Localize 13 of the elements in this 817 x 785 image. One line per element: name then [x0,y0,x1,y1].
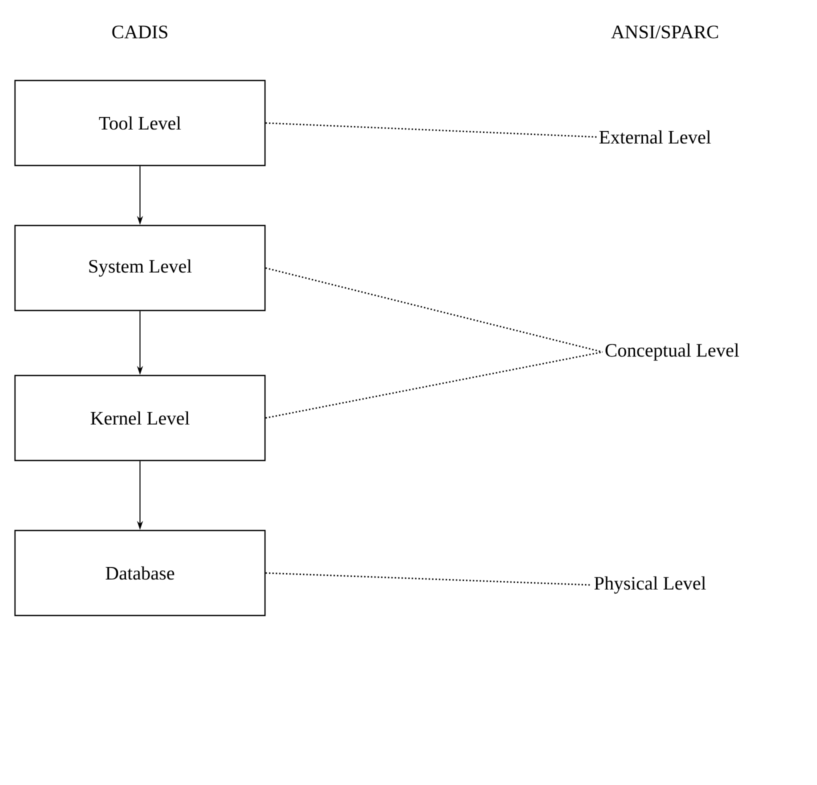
dotted-line [266,122,597,138]
column-heading: ANSI/SPARC [611,26,718,38]
level-box: Kernel Level [14,374,266,462]
level-box: System Level [14,224,266,312]
dotted-line [266,572,592,586]
level-box: Tool Level [14,80,266,166]
dotted-line [265,351,603,419]
level-label: External Level [599,130,711,144]
level-box: Database [14,530,266,616]
column-heading: CADIS [112,26,168,38]
level-label: Physical Level [594,576,706,594]
dotted-line [265,267,603,353]
level-label: Conceptual Level [606,343,739,361]
